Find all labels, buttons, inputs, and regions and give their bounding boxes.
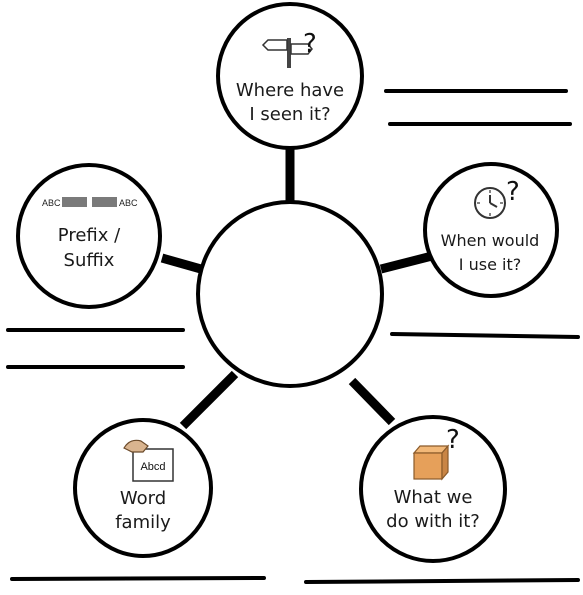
box-question-icon: ? [412,425,460,481]
answer-line-what [304,578,580,584]
node-label-line-1: Where have [236,80,344,101]
answer-line-word-family [10,576,266,581]
node-label-line-2: do with it? [386,511,480,532]
node-circle [359,415,507,563]
writing-lines [6,89,580,584]
node-label-line-2: family [115,512,171,533]
node-label-line-2: I seen it? [249,104,330,125]
connector-what [348,377,396,426]
node-prefix-suffix: ABC ABC Prefix / Suffix [16,163,162,309]
signpost-question-icon: ? [261,29,317,68]
question-mark: ? [506,177,520,207]
question-mark: ? [303,29,317,59]
node-what-we-do-with-it: ? What we do with it? [359,415,507,563]
question-mark: ? [446,425,460,455]
node-circle [216,2,364,150]
prefix-abc-right: ABC [119,198,138,208]
clock-question-icon: ? [474,177,520,219]
node-label-line-2: Suffix [64,250,115,271]
node-circle [73,418,213,558]
node-label-line-1: Prefix / [58,225,121,246]
connector-word-family [179,370,239,430]
node-circle [16,163,162,309]
node-label-line-1: What we [394,487,473,508]
hand-card-icon: Abcd [123,439,174,482]
node-when-would-i-use-it: ? When would I use it? [423,162,559,298]
prefix-suffix-icon: ABC ABC [42,197,138,208]
answer-line-when-1 [390,332,580,339]
prefix-abc-left: ABC [42,198,61,208]
node-label-line-2: I use it? [459,255,521,274]
connector-when [379,251,434,274]
node-word-family: Abcd Word family [73,418,213,558]
center-circle [196,200,384,388]
node-where-have-i-seen-it: ? Where have I seen it? [216,2,364,150]
word-card-text: Abcd [140,461,165,473]
node-label-line-1: When would [441,231,540,250]
node-label-line-1: Word [120,488,166,509]
node-circle [423,162,559,298]
